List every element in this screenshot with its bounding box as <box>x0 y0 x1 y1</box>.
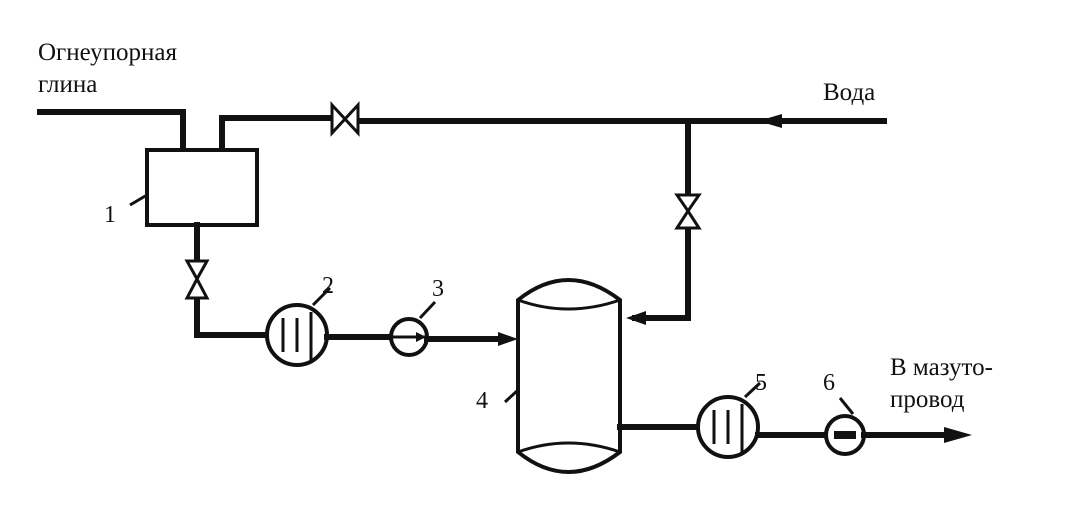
tank-inlet-arrow <box>626 311 646 325</box>
mixer-outlet-pipe <box>194 222 271 338</box>
meter-6-callout: 6 <box>823 370 835 396</box>
meter-3-callout: 3 <box>432 276 444 302</box>
water-label: Вода <box>823 79 875 106</box>
clay-label-line2: глина <box>38 71 97 98</box>
tank-icon <box>516 278 622 474</box>
water-valve-icon <box>330 101 360 137</box>
pump-2-leader <box>311 286 332 307</box>
pump-5-leader <box>743 381 762 399</box>
pump-5-callout: 5 <box>755 370 767 396</box>
water-inflow-arrow <box>758 114 782 128</box>
outlet-label-line2: провод <box>890 386 965 413</box>
branch-valve-icon <box>674 193 702 230</box>
mixer-valve-icon <box>184 259 210 300</box>
mixer-callout: 1 <box>104 202 116 228</box>
outlet-label-line1: В мазуто- <box>890 354 993 381</box>
clay-inlet-pipe <box>37 109 186 153</box>
water-branch-pipe <box>626 118 691 325</box>
tank-leader <box>503 388 520 404</box>
water-main-pipe <box>219 114 887 153</box>
pump-5-icon <box>696 395 760 459</box>
pump-2-callout: 2 <box>322 273 334 299</box>
pump-2-icon <box>265 303 329 367</box>
mixer-box <box>145 148 259 227</box>
meter-6-icon <box>824 414 866 456</box>
clay-label-line1: Огнеупорная <box>38 39 178 66</box>
mixer-leader <box>129 193 148 207</box>
meter-3-icon <box>389 317 429 357</box>
tank-callout: 4 <box>476 388 488 414</box>
tank-feed-arrow <box>498 332 518 346</box>
meter-6-leader <box>838 397 855 415</box>
outlet-arrow <box>944 427 972 443</box>
meter-3-leader <box>418 300 437 320</box>
